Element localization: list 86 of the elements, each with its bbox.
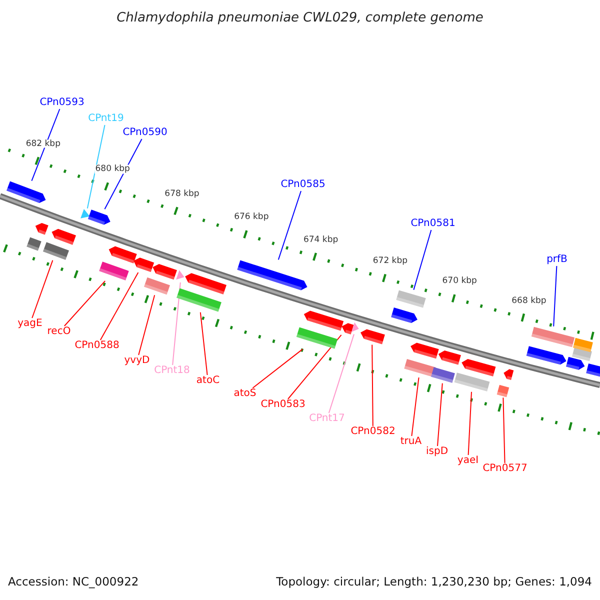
gene-label: CPnt17 [309,414,345,424]
gene-feature [526,346,566,365]
gene-feature [134,258,154,272]
scale-label: 672 kbp [372,256,409,266]
gene-feature [304,310,344,331]
gene-feature [352,322,359,332]
gene-label: CPn0590 [122,128,168,138]
gene-label: yaeI [457,456,479,466]
accession-text: Accession: NC_000922 [8,576,139,588]
genome-summary-text: Topology: circular; Length: 1,230,230 bp; Genes: 1,094 [276,576,592,588]
gene-label: prfB [546,255,568,265]
leader-line [86,124,106,209]
gene-feature [586,363,600,378]
feature-block [396,290,426,308]
gene-label: CPn0583 [260,400,306,410]
gene-label: recO [47,327,71,337]
scale-label: 682 kbp [24,140,62,148]
leader-line [437,382,443,446]
gene-feature [185,273,226,294]
leader-line [413,230,432,290]
scale-label: 680 kbp [94,165,131,174]
scale-label: 676 kbp [233,213,270,222]
feature-block [573,338,593,352]
leader-line [100,272,139,340]
gene-feature [438,350,461,365]
scale-label: 670 kbp [441,277,478,286]
leader-line [372,344,374,426]
feature-block [531,326,575,348]
leader-line [411,377,420,436]
gene-label: yagE [18,319,42,329]
gene-feature [391,308,418,324]
gene-label: CPn0582 [350,427,396,437]
gene-feature [504,369,514,380]
feature-block [404,359,436,377]
chart-title: Chlamydophila pneumoniae CWL029, complete genome [116,12,484,24]
gene-label: ispD [426,447,448,457]
leader-line [31,108,60,182]
gene-label: yvyD [124,356,150,366]
gene-feature [237,260,308,290]
gene-feature [410,342,439,359]
leader-line [172,282,181,366]
feature-block [431,367,455,383]
gene-feature [342,323,354,334]
feature-block [496,384,510,398]
feature-block [99,262,129,280]
feature-block [144,277,170,295]
leader-line [468,391,472,456]
gene-feature [360,329,385,344]
feature-block [572,346,592,362]
leader-line [64,280,106,326]
leader-line [502,397,506,464]
gene-feature [52,228,76,245]
gene-label: CPnt19 [88,114,124,124]
gene-label: truA [400,437,422,447]
gene-label: CPn0577 [482,464,528,474]
gene-feature [35,222,48,235]
feature-block [26,237,42,251]
gene-feature [566,356,585,370]
gene-label: CPnt18 [154,366,190,376]
gene-feature [6,181,46,203]
gene-label: atoC [196,376,220,386]
leader-line [288,334,342,400]
feature-block [454,372,490,392]
gene-label: CPn0593 [40,98,84,108]
leader-line [200,312,208,376]
gene-feature [88,210,110,225]
leader-line [32,260,54,318]
gene-label: CPn0585 [280,180,326,190]
gene-feature [462,358,496,376]
scale-label: 674 kbp [302,235,340,244]
gene-label: CPn0581 [410,219,456,229]
gene-feature [152,264,177,280]
leader-line [328,334,354,414]
feature-block [176,288,222,312]
leader-line [278,190,302,260]
scale-label: 678 kbp [164,190,200,198]
leader-line [104,138,142,210]
leader-line [553,266,558,327]
gene-label: atoS [234,389,256,399]
gene-feature [80,208,90,218]
gene-label: CPn0588 [74,341,120,351]
leader-line [252,348,304,388]
feature-block [296,327,338,349]
gene-feature [108,246,137,264]
leader-line [138,294,156,356]
scale-label: 668 kbp [510,296,548,305]
